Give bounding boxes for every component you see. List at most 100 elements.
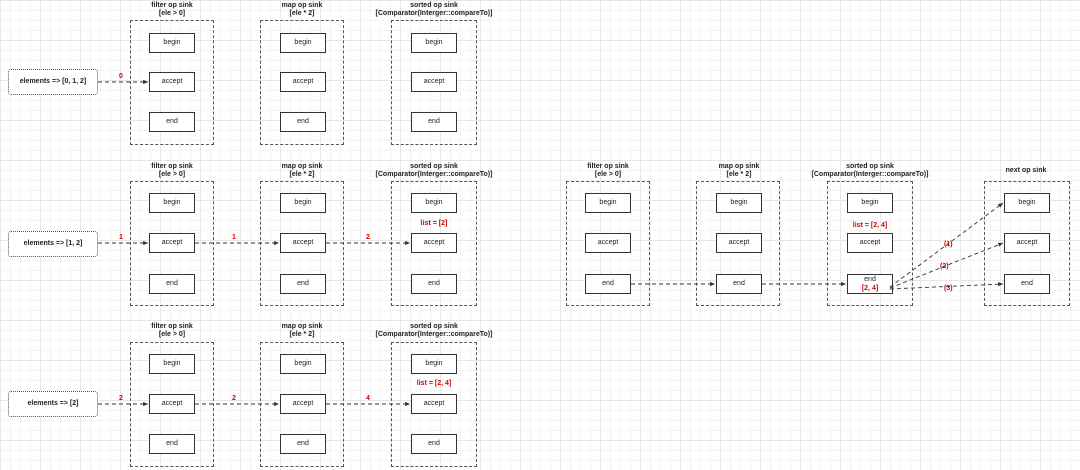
row-2-map-end: end bbox=[280, 274, 326, 294]
end-flow-call-label-2: (2) bbox=[940, 263, 949, 270]
row-3-map-begin: begin bbox=[280, 354, 326, 374]
row-3-edge-label-2: 2 bbox=[232, 395, 236, 402]
end-flow-sorted-accept: accept bbox=[847, 233, 893, 253]
row-2-filter-begin: begin bbox=[149, 193, 195, 213]
row-3-edge-label-1: 2 bbox=[119, 395, 123, 402]
row-1-sorted-begin: begin bbox=[411, 33, 457, 53]
row-3-filter-accept: accept bbox=[149, 394, 195, 414]
row-1-filter-title: filter op sink [ele > 0] bbox=[97, 2, 247, 18]
row-2-map-subtitle: [ele * 2] bbox=[289, 171, 315, 178]
end-flow-next-title: next op sink bbox=[951, 167, 1080, 175]
end-flow-filter-subtitle: [ele > 0] bbox=[594, 171, 622, 178]
row-1-map-title: map op sink [ele * 2] bbox=[227, 2, 377, 18]
row-1-filter-title-text: filter op sink bbox=[151, 2, 193, 9]
row-1-filter-end: end bbox=[149, 112, 195, 132]
row-1-sorted-sink bbox=[391, 20, 477, 145]
row-3-edge-label-3: 4 bbox=[366, 395, 370, 402]
row-1-map-accept: accept bbox=[280, 72, 326, 92]
row-3-filter-subtitle: [ele > 0] bbox=[158, 331, 186, 338]
row-2-map-sink bbox=[260, 181, 344, 306]
end-flow-call-label-1: (1) bbox=[944, 241, 953, 248]
end-flow-map-subtitle: [ele * 2] bbox=[726, 171, 752, 178]
end-flow-call-label-3: (3) bbox=[944, 285, 953, 292]
row-3-elements: elements => [2] bbox=[8, 391, 98, 417]
row-1-sorted-end: end bbox=[411, 112, 457, 132]
row-3-map-sink bbox=[260, 342, 344, 467]
row-2-sorted-begin: begin bbox=[411, 193, 457, 213]
row-1-sorted-accept: accept bbox=[411, 72, 457, 92]
row-1-filter-subtitle: [ele > 0] bbox=[158, 10, 186, 17]
row-2-sorted-title: sorted op sink [Comparator(Interger::com… bbox=[359, 163, 509, 179]
row-3-sorted-subtitle: [Comparator(Interger::compareTo)] bbox=[375, 331, 493, 338]
row-3-map-title-text: map op sink bbox=[281, 323, 323, 330]
row-2-edge-label-3: 2 bbox=[366, 234, 370, 241]
end-flow-sorted-end-label: end bbox=[864, 276, 876, 283]
row-2-elements: elements => [1, 2] bbox=[8, 231, 98, 257]
row-2-filter-accept: accept bbox=[149, 233, 195, 253]
row-2-sorted-accept: accept bbox=[411, 233, 457, 253]
row-1-sorted-title-text: sorted op sink bbox=[410, 2, 458, 9]
row-1-sorted-title: sorted op sink [Comparator(Interger::com… bbox=[359, 2, 509, 18]
row-2-edge-label-1: 1 bbox=[119, 234, 123, 241]
row-2-sorted-end: end bbox=[411, 274, 457, 294]
end-flow-sorted-title: sorted op sink [Comparator(Interger::com… bbox=[795, 163, 945, 179]
end-flow-map-begin: begin bbox=[716, 193, 762, 213]
row-2-edge-label-2: 1 bbox=[232, 234, 236, 241]
row-2-filter-sink bbox=[130, 181, 214, 306]
row-3-filter-begin: begin bbox=[149, 354, 195, 374]
row-3-map-accept: accept bbox=[280, 394, 326, 414]
end-flow-filter-end: end bbox=[585, 274, 631, 294]
row-3-sorted-title-text: sorted op sink bbox=[410, 323, 458, 330]
end-flow-sorted-subtitle: [Comparator(Interger::compareTo)] bbox=[811, 171, 929, 178]
row-1-elements: elements => [0, 1, 2] bbox=[8, 69, 98, 95]
row-3-filter-title-text: filter op sink bbox=[151, 323, 193, 330]
end-flow-sorted-begin: begin bbox=[847, 193, 893, 213]
end-flow-sorted-title-text: sorted op sink bbox=[846, 163, 894, 170]
row-2-map-title: map op sink [ele * 2] bbox=[227, 163, 377, 179]
row-2-filter-end: end bbox=[149, 274, 195, 294]
row-3-sorted-begin: begin bbox=[411, 354, 457, 374]
end-flow-end-value: [2, 4] bbox=[861, 285, 879, 292]
row-2-sorted-subtitle: [Comparator(Interger::compareTo)] bbox=[375, 171, 493, 178]
end-flow-sorted-end: end [2, 4] bbox=[847, 274, 893, 294]
end-flow-filter-title-text: filter op sink bbox=[587, 163, 629, 170]
row-1-edge-label-1: 0 bbox=[119, 73, 123, 80]
row-2-sorted-sink bbox=[391, 181, 477, 306]
row-1-map-begin: begin bbox=[280, 33, 326, 53]
row-3-filter-title: filter op sink [ele > 0] bbox=[97, 323, 247, 339]
row-2-sorted-title-text: sorted op sink bbox=[410, 163, 458, 170]
end-flow-filter-accept: accept bbox=[585, 233, 631, 253]
row-1-filter-begin: begin bbox=[149, 33, 195, 53]
row-2-map-accept: accept bbox=[280, 233, 326, 253]
end-flow-next-begin: begin bbox=[1004, 193, 1050, 213]
row-3-sorted-title: sorted op sink [Comparator(Interger::com… bbox=[359, 323, 509, 339]
end-flow-filter-title: filter op sink [ele > 0] bbox=[533, 163, 683, 179]
row-3-filter-end: end bbox=[149, 434, 195, 454]
end-flow-next-end: end bbox=[1004, 274, 1050, 294]
row-1-sorted-subtitle: [Comparator(Interger::compareTo)] bbox=[375, 10, 493, 17]
end-flow-next-title-text: next op sink bbox=[1005, 167, 1047, 174]
row-3-map-end: end bbox=[280, 434, 326, 454]
end-flow-map-title-text: map op sink bbox=[718, 163, 760, 170]
row-2-filter-title: filter op sink [ele > 0] bbox=[97, 163, 247, 179]
row-1-map-subtitle: [ele * 2] bbox=[289, 10, 315, 17]
row-2-map-title-text: map op sink bbox=[281, 163, 323, 170]
row-3-list-label: list = [2, 4] bbox=[416, 380, 452, 387]
end-flow-map-accept: accept bbox=[716, 233, 762, 253]
row-3-map-title: map op sink [ele * 2] bbox=[227, 323, 377, 339]
end-flow-next-accept: accept bbox=[1004, 233, 1050, 253]
row-3-sorted-sink bbox=[391, 342, 477, 467]
end-flow-filter-begin: begin bbox=[585, 193, 631, 213]
end-flow-map-sink bbox=[696, 181, 780, 306]
row-2-list-label: list = [2] bbox=[420, 220, 448, 227]
row-3-sorted-accept: accept bbox=[411, 394, 457, 414]
row-1-map-end: end bbox=[280, 112, 326, 132]
row-3-filter-sink bbox=[130, 342, 214, 467]
row-1-filter-accept: accept bbox=[149, 72, 195, 92]
row-2-filter-subtitle: [ele > 0] bbox=[158, 171, 186, 178]
end-flow-map-title: map op sink [ele * 2] bbox=[664, 163, 814, 179]
row-3-map-subtitle: [ele * 2] bbox=[289, 331, 315, 338]
end-flow-filter-sink bbox=[566, 181, 650, 306]
end-flow-map-end: end bbox=[716, 274, 762, 294]
